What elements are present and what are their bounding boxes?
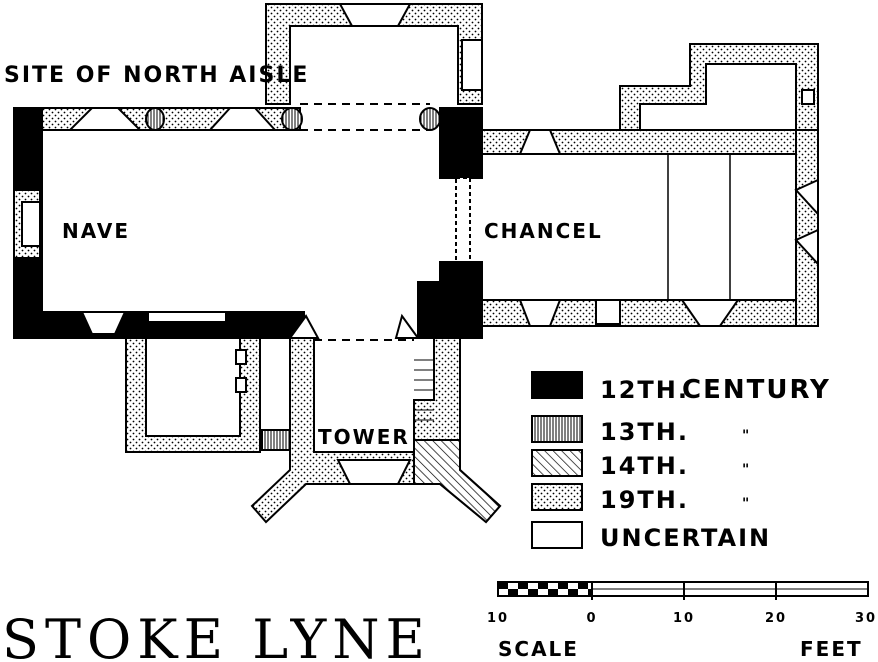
legend-item-12th: 12TH. CENTURY xyxy=(531,371,831,405)
legend-swatch-diagonal-hatch xyxy=(531,449,583,477)
plan-title: STOKE LYNE xyxy=(2,608,431,662)
scale-checker xyxy=(498,582,592,596)
chancel-walls xyxy=(481,43,819,327)
legend-item-uncertain: UNCERTAIN xyxy=(531,521,771,552)
legend-suffix-12th: CENTURY xyxy=(682,375,831,405)
legend-swatch-blank xyxy=(531,521,583,549)
legend-period-19th: 19TH. xyxy=(600,486,689,514)
legend: 12TH. CENTURY 13TH. " 14TH. " 19TH. " UN… xyxy=(531,371,831,552)
tower-walls xyxy=(250,313,502,524)
north-aisle-label: SITE OF NORTH AISLE xyxy=(4,63,309,88)
legend-item-14th: 14TH. " xyxy=(531,449,751,480)
scale-label: SCALE xyxy=(498,637,579,661)
legend-suffix-13th: " xyxy=(742,428,751,444)
scale-unit: FEET xyxy=(800,637,863,661)
south-porch-walls xyxy=(125,337,261,453)
legend-period-13th: 13TH. xyxy=(600,418,689,446)
scale-tick-label: 0 xyxy=(586,611,597,626)
scale-tick-label: 10 xyxy=(487,611,509,626)
legend-swatch-vertical-hatch xyxy=(531,415,583,443)
legend-swatch-solid xyxy=(531,371,583,399)
scale-tick-label: 30 xyxy=(855,611,877,626)
tower-label: TOWER xyxy=(318,425,410,449)
nave-walls xyxy=(13,107,483,339)
chancel-label: CHANCEL xyxy=(484,219,603,243)
legend-suffix-14th: " xyxy=(742,462,751,478)
scale-tick-label: 10 xyxy=(673,611,695,626)
legend-item-19th: 19TH. " xyxy=(531,483,751,514)
legend-period-12th: 12TH. xyxy=(600,376,689,404)
legend-period-uncertain: UNCERTAIN xyxy=(600,524,771,552)
scale-bar: 10 0 10 20 30 SCALE FEET xyxy=(487,581,877,661)
nave-label: NAVE xyxy=(62,219,130,243)
north-aisle-walls xyxy=(265,3,483,131)
legend-item-13th: 13TH. " xyxy=(531,415,751,446)
legend-period-14th: 14TH. xyxy=(600,452,689,480)
scale-tick-label: 20 xyxy=(765,611,787,626)
legend-suffix-19th: " xyxy=(742,496,751,512)
legend-swatch-stipple xyxy=(531,483,583,511)
